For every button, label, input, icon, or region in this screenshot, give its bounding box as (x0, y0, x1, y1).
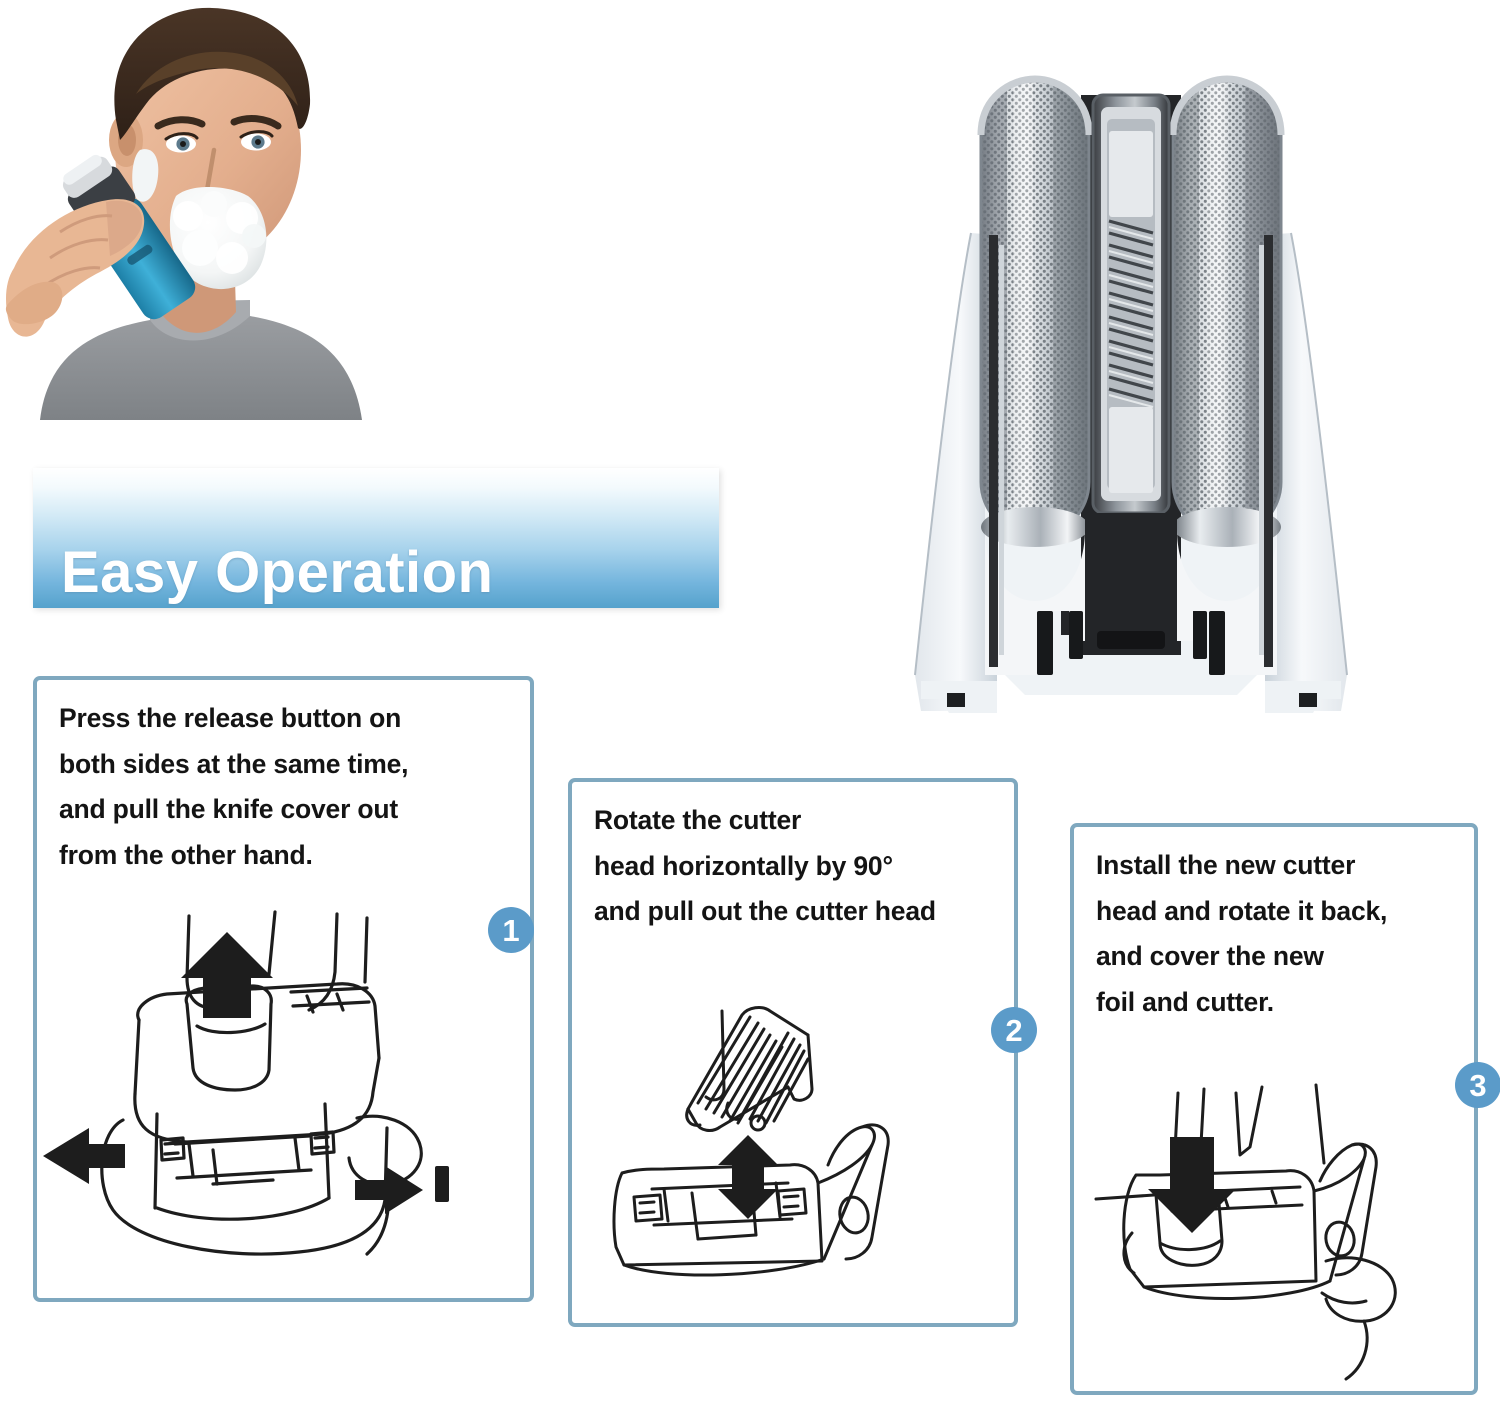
step-3-caption-line: Install the new cutter (1096, 850, 1356, 880)
step-box-2: Rotate the cutter head horizontally by 9… (568, 778, 1018, 1327)
hero-lifestyle-photo (0, 0, 400, 420)
shaver-head-cassette-illustration (885, 35, 1385, 725)
step-1-caption-line: both sides at the same time, (59, 748, 409, 779)
step-badge-2: 2 (991, 1007, 1037, 1053)
pull-out-cutter-head-diagram (612, 1006, 890, 1277)
step-2-figure (572, 993, 1014, 1323)
step-2-caption-line: Rotate the cutter (594, 805, 802, 835)
easy-operation-banner: Easy Operation (33, 468, 719, 608)
arrow-down-icon (1148, 1137, 1236, 1233)
step-2-caption-line: and pull out the cutter head (594, 896, 936, 927)
arrow-up-icon (718, 1135, 778, 1183)
banner-title: Easy Operation (61, 540, 494, 605)
step-badge-3: 3 (1455, 1062, 1500, 1108)
step-3-caption-line: and cover the new (1096, 941, 1324, 972)
step-1-caption-line: Press the release button on (59, 703, 402, 733)
arrow-up-icon (181, 932, 273, 1018)
arrow-right-icon (355, 1166, 449, 1214)
press-release-button-diagram (43, 910, 449, 1256)
step-3-caption-line: foil and cutter. (1096, 986, 1274, 1017)
step-3-caption-line: head and rotate it back, (1096, 895, 1388, 926)
step-1-caption: Press the release button on both sides a… (59, 696, 519, 878)
step-badge-1: 1 (488, 907, 534, 953)
step-1-caption-line: from the other hand. (59, 839, 313, 870)
install-new-cutter-head-diagram (1094, 1083, 1397, 1381)
step-box-1: Press the release button on both sides a… (33, 676, 534, 1302)
arrow-left-icon (43, 1128, 125, 1184)
step-box-3: Install the new cutter head and rotate i… (1070, 823, 1478, 1395)
arrow-down-icon (718, 1173, 778, 1219)
step-1-caption-line: and pull the knife cover out (59, 794, 398, 825)
step-2-caption-line: head horizontally by 90° (594, 850, 893, 881)
step-3-figure (1074, 1071, 1474, 1391)
step-2-caption: Rotate the cutter head horizontally by 9… (594, 798, 1024, 935)
step-3-caption: Install the new cutter head and rotate i… (1096, 843, 1488, 1025)
product-shaver-head-photo (885, 35, 1385, 725)
man-shaving-illustration (0, 0, 400, 420)
step-1-figure (37, 908, 530, 1298)
